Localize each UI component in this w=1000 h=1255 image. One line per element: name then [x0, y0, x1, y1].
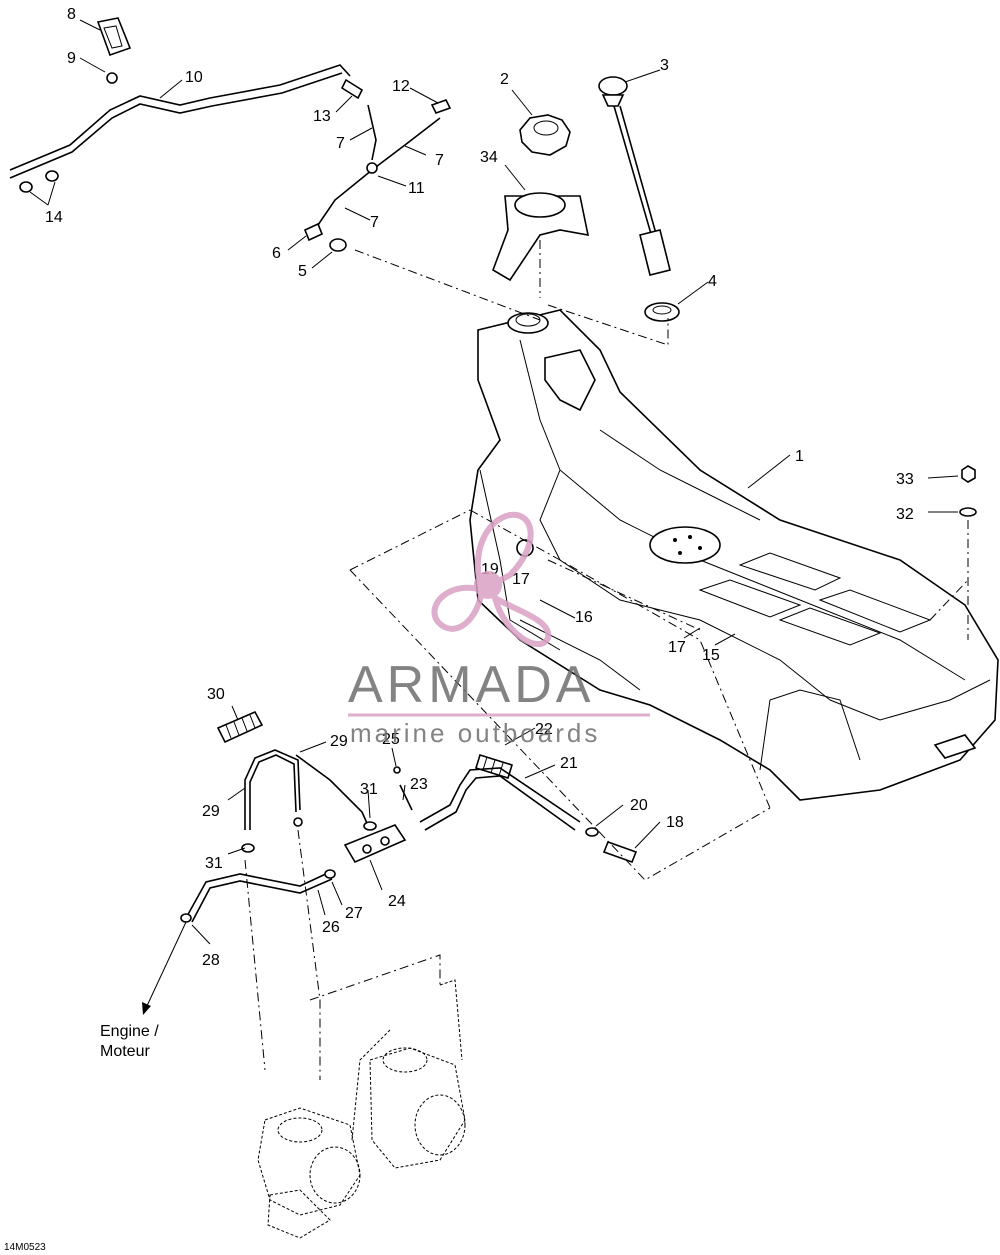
- callout-9: 9: [67, 50, 76, 67]
- watermark-brand: ARMADA: [348, 656, 594, 714]
- callout-31a: 31: [360, 781, 378, 798]
- fuel-filter-22: [475, 753, 513, 780]
- callout-33: 33: [896, 471, 914, 488]
- vent-grommet: [329, 238, 347, 252]
- hose-plug: [45, 170, 59, 182]
- callout-18: 18: [666, 814, 684, 831]
- gauge-grommet: [644, 302, 680, 322]
- armada-watermark: ARMADA marine outboards: [348, 511, 650, 748]
- callout-4: 4: [708, 273, 717, 290]
- callout-29b: 29: [202, 803, 220, 820]
- callout-7c: 7: [370, 214, 379, 231]
- engine-label-line1: Engine /: [100, 1023, 159, 1040]
- leader-lines: [29, 19, 959, 945]
- callout-32: 32: [896, 506, 914, 523]
- callout-30: 30: [207, 686, 225, 703]
- callout-1: 1: [795, 448, 804, 465]
- fuel-tank: [469, 309, 999, 801]
- callout-17a: 17: [512, 571, 530, 588]
- clip-nut: [106, 72, 118, 84]
- callout-12: 12: [392, 78, 410, 95]
- watermark-tagline: marine outboards: [350, 718, 600, 748]
- screw: [393, 766, 401, 774]
- engine-arrow-head: [142, 1002, 151, 1015]
- fuel-cap: [519, 114, 571, 156]
- screw: [399, 784, 413, 811]
- callout-21: 21: [560, 755, 578, 772]
- vent-fitting: [430, 99, 452, 114]
- callout-11: 11: [408, 180, 425, 197]
- callout-23: 23: [410, 776, 428, 793]
- propeller-hub: [474, 571, 502, 599]
- engine-arrow: [145, 921, 187, 1009]
- callout-20: 20: [630, 797, 648, 814]
- callout-15: 15: [702, 647, 720, 664]
- callout-34: 34: [480, 149, 498, 166]
- check-valve: [340, 78, 364, 100]
- callout-29a: 29: [330, 733, 348, 750]
- callout-31b: 31: [205, 855, 223, 872]
- fuel-pump: [343, 824, 407, 864]
- fuel-fitting: [602, 840, 638, 864]
- callout-6: 6: [272, 245, 281, 262]
- vent-tube-assembly: [317, 104, 441, 226]
- callout-10: 10: [185, 69, 203, 86]
- fuel-gauge-sender: [598, 76, 671, 276]
- fuel-filter-30: [216, 710, 264, 744]
- fuel-hose-26: [180, 869, 336, 923]
- callout-17b: 17: [668, 639, 686, 656]
- callout-labels: 1 2 3 4 5 6 7 7 7 8 9 10 11 12 13 14 15 …: [4, 6, 914, 1253]
- reference-lines: [244, 240, 969, 1080]
- callout-24: 24: [388, 893, 406, 910]
- callout-26: 26: [322, 919, 340, 936]
- fuel-hose-21: [419, 767, 581, 831]
- elbow-fitting: [303, 222, 324, 242]
- hose-plug: [19, 181, 33, 193]
- vent-hose: [9, 64, 351, 179]
- diagram-reference-code: 14M0523: [4, 1242, 46, 1253]
- tank-mount-hardware: [959, 465, 977, 517]
- propeller-logo: [431, 511, 552, 647]
- callout-27: 27: [345, 905, 363, 922]
- engine-label-line2: Moteur: [100, 1043, 150, 1060]
- callout-7b: 7: [435, 152, 444, 169]
- callout-22: 22: [535, 721, 553, 738]
- callout-25: 25: [382, 731, 400, 748]
- fuel-hoses-29: [244, 749, 371, 831]
- callout-2: 2: [500, 71, 509, 88]
- hose-clamp: [585, 827, 599, 837]
- callout-16: 16: [575, 609, 593, 626]
- hose-clamp-31: [241, 843, 255, 853]
- callout-3: 3: [660, 57, 669, 74]
- hose-clip: [96, 17, 132, 57]
- callout-14: 14: [45, 209, 63, 226]
- callout-5: 5: [298, 263, 307, 280]
- callout-7a: 7: [336, 135, 345, 152]
- filler-neck-bracket: [492, 192, 590, 282]
- carburetors: [257, 979, 466, 1239]
- callout-8: 8: [67, 6, 76, 23]
- callout-28: 28: [202, 952, 220, 969]
- hose-clamp-31: [363, 821, 377, 831]
- hose-clamp-31: [293, 817, 303, 827]
- callout-13: 13: [313, 108, 331, 125]
